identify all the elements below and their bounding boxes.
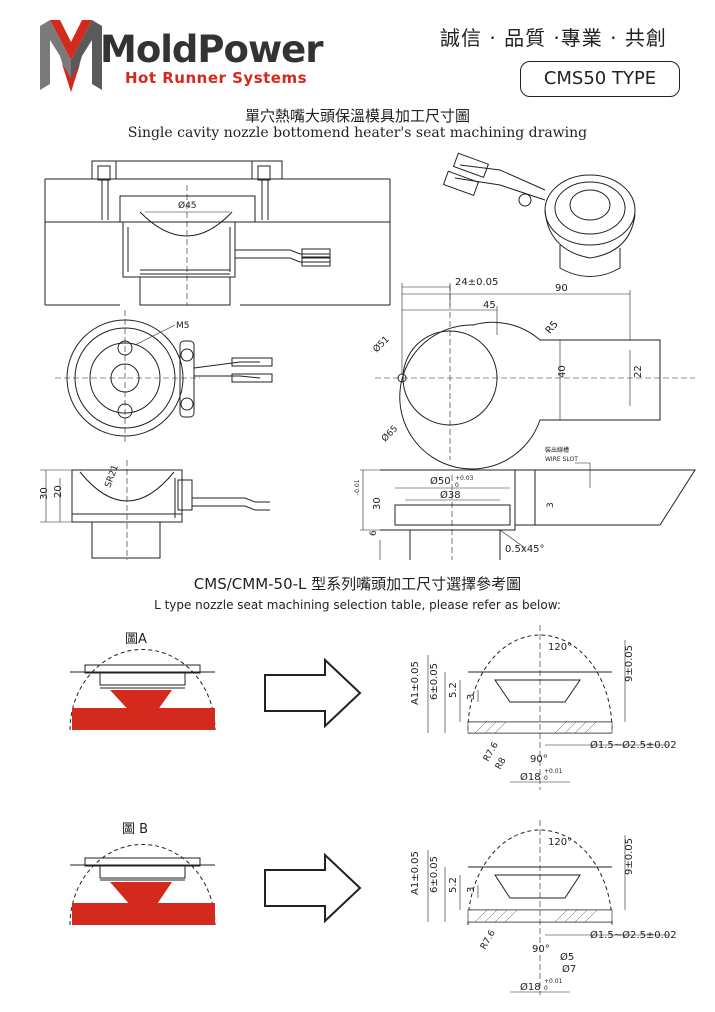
svg-text:A1±0.05: A1±0.05	[410, 661, 421, 705]
svg-text:90°: 90°	[532, 944, 550, 955]
svg-text:Ø7: Ø7	[562, 963, 576, 975]
dim-40: 40	[557, 365, 568, 378]
svg-text:A1±0.05: A1±0.05	[410, 851, 421, 895]
svg-text:Ø18: Ø18	[520, 981, 541, 993]
dim-90: 90	[555, 283, 568, 294]
svg-text:0: 0	[455, 482, 459, 489]
dim-3: 3	[546, 502, 556, 508]
svg-text:Ø18: Ø18	[520, 771, 541, 783]
svg-text:Ø5: Ø5	[560, 951, 574, 963]
svg-text:90°: 90°	[530, 754, 548, 765]
svg-text:0: 0	[544, 985, 548, 992]
brand-name: MoldPower	[100, 28, 323, 71]
diagram-a: 圖A A1±0.05 6±0.05 5.2 3 120° 9±0.05 R7.6…	[69, 625, 677, 790]
dim-phi51: Ø51	[371, 334, 392, 355]
diagram-b-label: 圖 B	[122, 822, 148, 837]
svg-text:0: 0	[544, 775, 548, 782]
diagram-a-label: 圖A	[125, 632, 147, 647]
dim-24: 24±0.05	[455, 277, 498, 288]
section-title-cn: CMS/CMM-50-L 型系列嘴頭加工尺寸選擇參考圖	[193, 575, 522, 593]
dim-chamfer: 0.5x45°	[505, 544, 545, 555]
model-type-badge: CMS50 TYPE	[520, 61, 680, 97]
brand-subtitle: Hot Runner Systems	[125, 69, 308, 87]
dim-h30b: 30	[372, 497, 383, 510]
diagram-b: 圖 B A1±0.05 6±0.05 5.2 3 120° 9±0.05 R7.…	[69, 820, 677, 995]
dim-sr21: SR21	[104, 464, 121, 489]
drawing-title-cn: 單穴熱嘴大頭保溫模具加工尺寸圖	[244, 107, 470, 125]
dim-phi45: Ø45	[178, 200, 197, 211]
svg-text:+0.03: +0.03	[455, 475, 474, 482]
svg-text:5.2: 5.2	[448, 877, 459, 893]
slogan: 誠信 · 品質 ·專業 · 共創	[440, 26, 667, 50]
seat-machining-drawing: Ø45 M5 SR21 30 20	[39, 152, 696, 560]
moldpower-logo-icon	[40, 20, 102, 92]
drawing-title-en: Single cavity nozzle bottomend heater's …	[127, 125, 588, 141]
svg-text:+0.01: +0.01	[544, 978, 563, 985]
svg-text:9±0.05: 9±0.05	[624, 838, 635, 875]
wire-slot-cn: 裝出線槽	[545, 446, 569, 454]
dim-phi50: Ø50	[430, 475, 451, 487]
svg-text:5.2: 5.2	[448, 682, 459, 698]
svg-text:3: 3	[466, 887, 477, 893]
svg-text:9±0.05: 9±0.05	[624, 645, 635, 682]
svg-text:R8: R8	[494, 756, 509, 772]
dim-45: 45	[483, 300, 496, 311]
svg-text:6±0.05: 6±0.05	[429, 663, 440, 700]
dim-phi38: Ø38	[440, 489, 461, 501]
section-title-en: L type nozzle seat machining selection t…	[154, 598, 561, 612]
svg-text:120°: 120°	[548, 837, 572, 848]
dim-h6: 6	[369, 530, 379, 536]
svg-text:-0.01: -0.01	[354, 479, 361, 495]
svg-text:6±0.05: 6±0.05	[429, 856, 440, 893]
svg-text:+0.01: +0.01	[544, 768, 563, 775]
wire-slot-en: WIRE SLOT	[545, 456, 578, 463]
dim-22: 22	[633, 365, 644, 378]
dim-m5: M5	[176, 321, 190, 331]
dim-r5: R5	[544, 319, 561, 336]
svg-text:120°: 120°	[548, 642, 572, 653]
svg-text:R7.6: R7.6	[479, 928, 498, 951]
dim-phi65: Ø65	[379, 423, 400, 444]
dim-h30: 30	[39, 487, 50, 500]
dim-h20: 20	[53, 485, 64, 498]
svg-text:3: 3	[466, 694, 477, 700]
